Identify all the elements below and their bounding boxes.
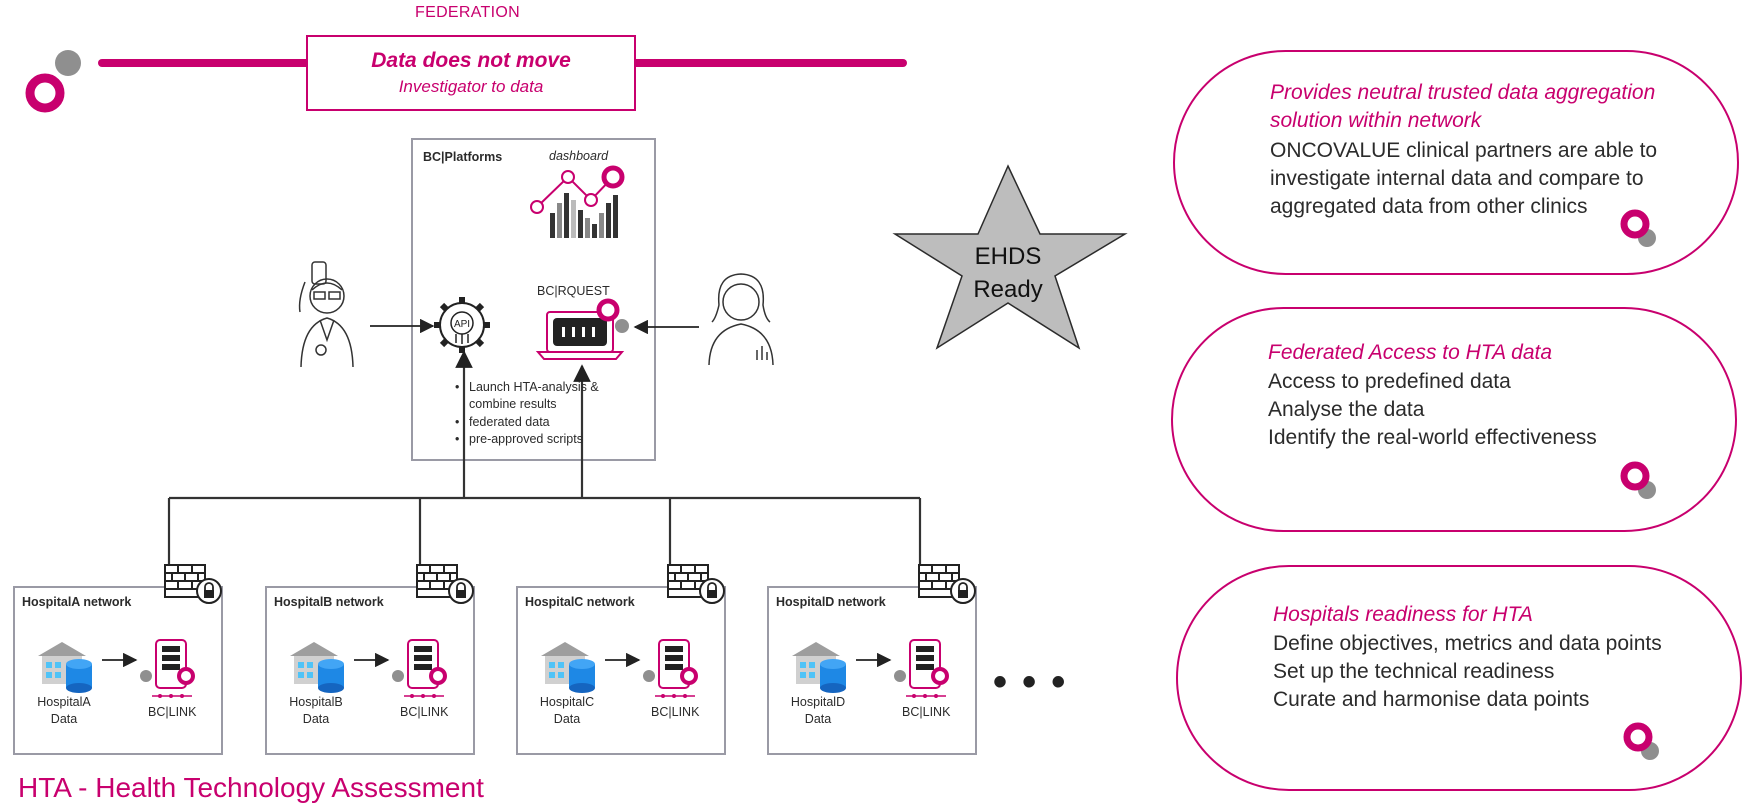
card-line: Curate and harmonise data points	[1273, 688, 1590, 711]
firewall-icon	[667, 564, 725, 604]
hospital-data-label: HospitalC	[539, 695, 595, 709]
svg-text:API: API	[454, 319, 470, 330]
hospital-data-label: Data	[50, 712, 78, 726]
card-line: investigate internal data and compare to	[1270, 167, 1644, 190]
card-heading: Federated Access to HTA data	[1268, 341, 1553, 364]
dashboard-label: dashboard	[549, 149, 609, 163]
card-line: Define objectives, metrics and data poin…	[1273, 632, 1662, 655]
platform-box	[411, 138, 656, 461]
card-line: Access to predefined data	[1268, 370, 1511, 393]
bc-link-server-icon	[643, 639, 698, 698]
hospital-network-group	[767, 564, 977, 755]
card-heading: Hospitals readiness for HTA	[1273, 603, 1533, 626]
info-card-federated-access: Federated Access to HTA data Access to p…	[1171, 307, 1737, 532]
hospital-network-title: HospitalC network	[525, 595, 635, 609]
info-card-hospital-readiness: Hospitals readiness for HTA Define objec…	[1176, 565, 1742, 791]
card-line: ONCOVALUE clinical partners are able to	[1270, 139, 1658, 162]
database-icon	[820, 659, 846, 693]
database-icon	[318, 659, 344, 693]
firewall-icon	[918, 564, 976, 604]
federation-label: FEDERATION	[415, 4, 520, 21]
bc-link-label: BC|LINK	[902, 705, 951, 719]
platform-brand: BC|Platforms	[423, 150, 503, 164]
card-logo-icon	[1623, 722, 1659, 760]
firewall-icon	[164, 564, 222, 604]
card-logo-icon	[1620, 461, 1656, 499]
card-logo-icon	[1620, 209, 1656, 247]
bullet-text: combine results	[469, 397, 557, 411]
rquest-laptop-icon	[535, 298, 629, 360]
hospital-network-group	[516, 564, 726, 755]
card-line: Identify the real-world effectiveness	[1268, 426, 1597, 449]
card-heading: Provides neutral trusted data aggregatio…	[1270, 81, 1656, 132]
more-hospitals-ellipsis: • • •	[993, 660, 1068, 704]
hospital-data-label: HospitalB	[289, 695, 343, 709]
bc-link-label: BC|LINK	[651, 705, 700, 719]
hospital-network-title: HospitalB network	[274, 595, 384, 609]
bullet-text: pre-approved scripts	[469, 432, 583, 446]
bullet-text: Launch HTA-analysis &	[469, 380, 599, 394]
bullet-text: federated data	[469, 415, 550, 429]
card-line: Set up the technical readiness	[1273, 660, 1555, 683]
bc-link-server-icon	[894, 639, 949, 698]
card-line: Analyse the data	[1268, 398, 1425, 421]
api-gear-icon: API	[434, 297, 490, 353]
firewall-icon	[416, 564, 474, 604]
hospital-network-group	[265, 564, 475, 755]
dashboard-chart-icon	[530, 165, 625, 238]
ehds-text: EHDS Ready	[958, 240, 1058, 306]
bc-link-label: BC|LINK	[400, 705, 449, 719]
hospital-data-label: Data	[804, 712, 832, 726]
hospital-data-label: HospitalA	[37, 695, 91, 709]
bc-link-server-icon	[140, 639, 195, 698]
researcher-icon	[298, 261, 354, 368]
ehds-line1: EHDS	[974, 243, 1042, 270]
hospital-data-label: HospitalD	[790, 695, 846, 709]
federation-subtitle: Investigator to data	[398, 77, 544, 96]
hospital-data-label: Data	[553, 712, 581, 726]
bc-link-server-icon	[392, 639, 447, 698]
hospital-network-title: HospitalA network	[22, 595, 132, 609]
ehds-line2: Ready	[973, 276, 1043, 303]
oncovalue-logo	[25, 50, 81, 113]
user-woman-icon	[708, 273, 774, 366]
bc-link-label: BC|LINK	[148, 705, 197, 719]
hospital-network-title: HospitalD network	[776, 595, 886, 609]
card-line: aggregated data from other clinics	[1270, 195, 1588, 218]
hta-footnote: HTA - Health Technology Assessment	[18, 772, 484, 803]
rquest-label: BC|RQUEST	[537, 284, 610, 298]
hospital-data-label: Data	[302, 712, 330, 726]
info-card-aggregation: Provides neutral trusted data aggregatio…	[1173, 50, 1739, 275]
network-connector	[167, 350, 922, 575]
federation-box: Data does not move Investigator to data	[306, 35, 636, 111]
hospital-network-group	[13, 564, 223, 755]
database-icon	[569, 659, 595, 693]
federation-title: Data does not move	[371, 49, 571, 72]
ehds-star-badge	[892, 164, 1128, 350]
database-icon	[66, 659, 92, 693]
